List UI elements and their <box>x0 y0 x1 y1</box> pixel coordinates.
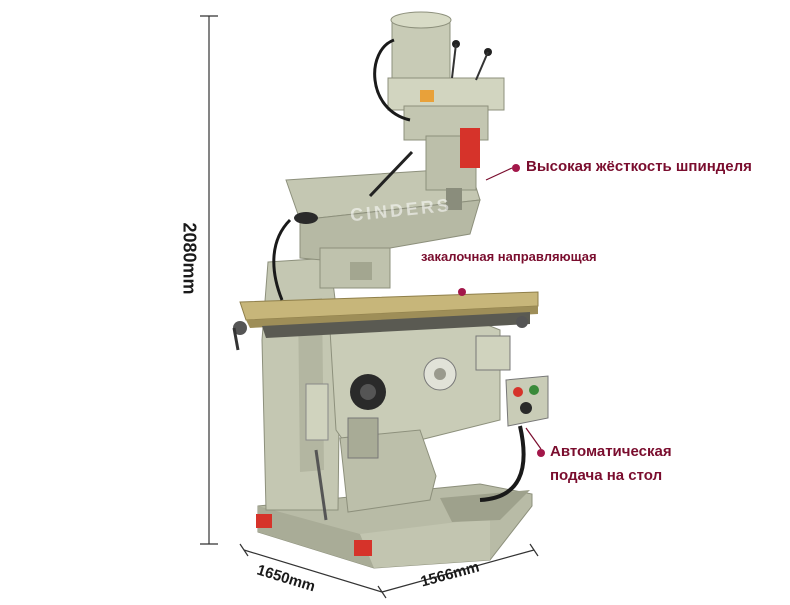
control-box <box>479 375 549 502</box>
work-table <box>232 291 539 351</box>
auto-feed-label-line2: подача на стол <box>550 467 663 484</box>
spindle-rigidity-label: Высокая жёсткость шпинделя <box>526 158 752 175</box>
auto-feed-label-line1: Автоматическая <box>550 443 672 460</box>
height-dimension-line <box>200 15 218 545</box>
callout-markers <box>458 164 545 457</box>
width-dimension-line <box>381 543 539 593</box>
callout-leaders <box>485 167 542 450</box>
machine-column <box>261 257 341 521</box>
hardened-guide-label: закалочная направляющая <box>421 249 597 264</box>
height-dimension-label: 2080mm <box>179 222 200 295</box>
spindle-head <box>368 11 505 210</box>
machine-knee <box>329 317 511 513</box>
work-lamp <box>272 212 318 301</box>
